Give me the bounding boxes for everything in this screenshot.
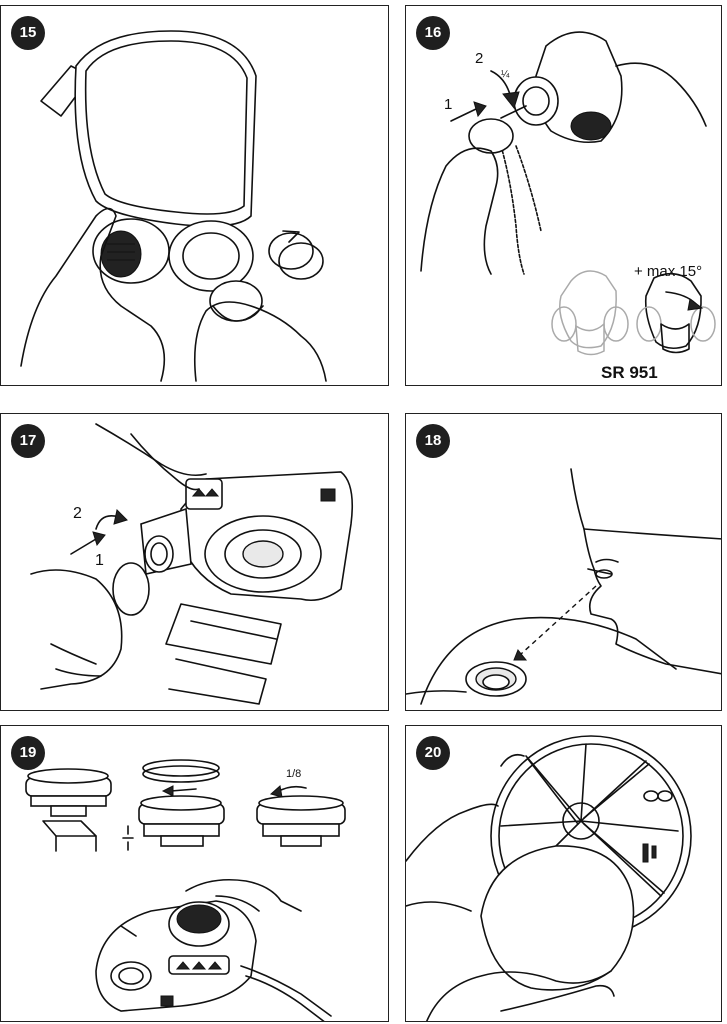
filter-inspection-illustration bbox=[406, 735, 692, 1021]
step-2-label: 2 bbox=[73, 505, 82, 522]
step-number-badge: 18 bbox=[416, 424, 450, 458]
half-mask-hose-illustration bbox=[420, 31, 716, 356]
filter-step-b bbox=[122, 795, 225, 851]
filter-step-c bbox=[256, 795, 346, 847]
mask-rotation-diagram bbox=[551, 270, 716, 356]
step-number-badge: 17 bbox=[11, 424, 45, 458]
spring-ring-icon bbox=[142, 759, 220, 783]
visual-inspection-illustration bbox=[406, 468, 721, 705]
filter-step-a bbox=[25, 768, 112, 852]
step-panel-18: 18 bbox=[405, 413, 722, 711]
step-2-label: 2 bbox=[475, 50, 484, 67]
step-panel-20: 20 bbox=[405, 725, 722, 1022]
step-panel-16: 16 1 2 ¼ bbox=[405, 5, 722, 386]
filter-attachment-sequence bbox=[25, 759, 346, 1021]
step-number-badge: 20 bbox=[416, 736, 450, 770]
eighth-turn-label: 1/8 bbox=[286, 768, 302, 780]
blower-with-filter bbox=[95, 878, 332, 1021]
step-1-label: 1 bbox=[95, 552, 104, 569]
infinity-symbol bbox=[643, 790, 673, 802]
step-number-badge: 16 bbox=[416, 16, 450, 50]
rotate-arrow-icon bbox=[268, 230, 324, 280]
step-number-badge: 15 bbox=[11, 16, 45, 50]
quarter-turn-label: ¼ bbox=[501, 69, 510, 80]
step-1-label: 1 bbox=[444, 96, 453, 113]
max-rotation-label: + max 15° bbox=[634, 263, 703, 280]
step-panel-15: 15 bbox=[0, 5, 389, 386]
step-panel-19: 19 bbox=[0, 725, 389, 1022]
blower-unit-illustration bbox=[30, 423, 354, 705]
step-panel-17: 17 1 2 bbox=[0, 413, 389, 711]
model-label: SR 951 bbox=[601, 363, 658, 382]
step-number-badge: 19 bbox=[11, 736, 45, 770]
full-face-mask-illustration bbox=[20, 30, 327, 382]
